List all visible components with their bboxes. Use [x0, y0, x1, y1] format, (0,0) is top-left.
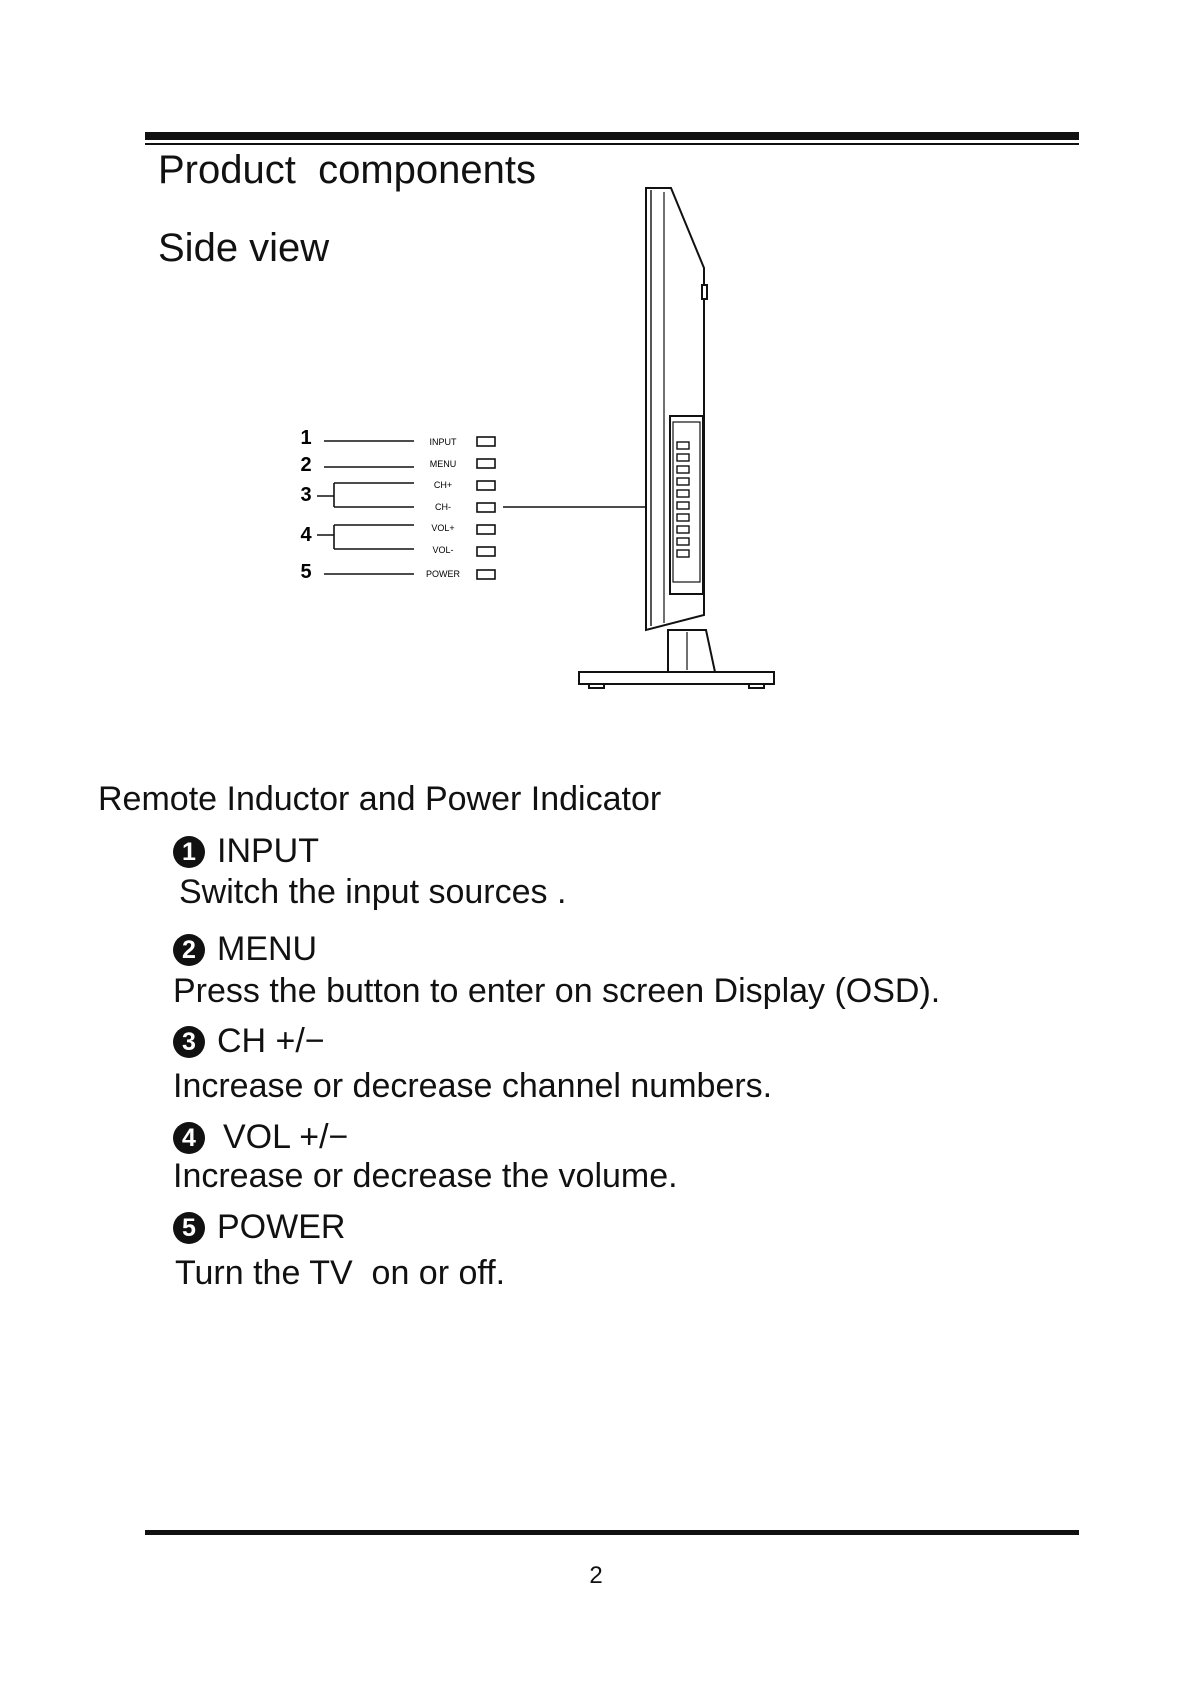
item-label: INPUT [217, 832, 319, 870]
footer-rule [145, 1530, 1079, 1535]
button-label-ch-plus: CH+ [434, 480, 452, 490]
number-5-icon: 5 [173, 1211, 205, 1244]
item-menu-description: Press the button to enter on screen Disp… [173, 972, 941, 1010]
button-label-ch-minus: CH- [435, 502, 451, 512]
number-2-icon: 2 [173, 933, 205, 966]
header-rule-thin [145, 143, 1079, 145]
section-title: Remote Inductor and Power Indicator [98, 780, 662, 818]
callout-number: 5 [300, 561, 311, 583]
leader-lines [317, 440, 414, 575]
callout-number: 3 [300, 484, 311, 506]
header-rule-thick [145, 132, 1079, 140]
tv-stand [578, 629, 775, 689]
button-icons [476, 436, 496, 580]
item-vol-heading: 4 VOL +/− [173, 1118, 348, 1157]
button-label-input: INPUT [430, 437, 458, 447]
callout-number: 1 [300, 427, 311, 449]
item-ch-heading: 3 CH +/− [173, 1022, 325, 1061]
number-1-icon: 1 [173, 835, 205, 868]
item-input-description: Switch the input sources . [179, 873, 567, 911]
item-label: MENU [217, 930, 318, 968]
button-label-vol-plus: VOL+ [431, 523, 454, 533]
item-vol-description: Increase or decrease the volume. [173, 1157, 678, 1195]
item-label: CH +/− [217, 1022, 325, 1060]
tv-side-view-diagram: 1 2 3 4 5 INPUT MENU CH+ CH- VOL+ VOL- P… [300, 187, 775, 689]
number-3-icon: 3 [173, 1025, 205, 1058]
callout-number: 4 [300, 524, 312, 546]
side-panel-buttons [676, 441, 690, 558]
number-4-icon: 4 [173, 1121, 205, 1154]
item-menu-heading: 2 MENU [173, 930, 317, 969]
item-label: VOL +/− [223, 1118, 349, 1156]
button-label-vol-minus: VOL- [432, 545, 453, 555]
tv-side-body [645, 187, 708, 632]
callout-number: 2 [300, 454, 311, 476]
page-number: 2 [589, 1562, 603, 1589]
item-ch-description: Increase or decrease channel numbers. [173, 1067, 773, 1105]
button-label-power: POWER [426, 569, 461, 579]
section-subtitle: Side view [158, 226, 330, 270]
item-power-heading: 5 POWER [173, 1208, 345, 1247]
button-label-menu: MENU [430, 459, 457, 469]
page-title: Product components [158, 148, 536, 192]
item-power-description: Turn the TV on or off. [175, 1254, 506, 1292]
item-input-heading: 1 INPUT [173, 832, 319, 871]
item-label: POWER [217, 1208, 346, 1246]
